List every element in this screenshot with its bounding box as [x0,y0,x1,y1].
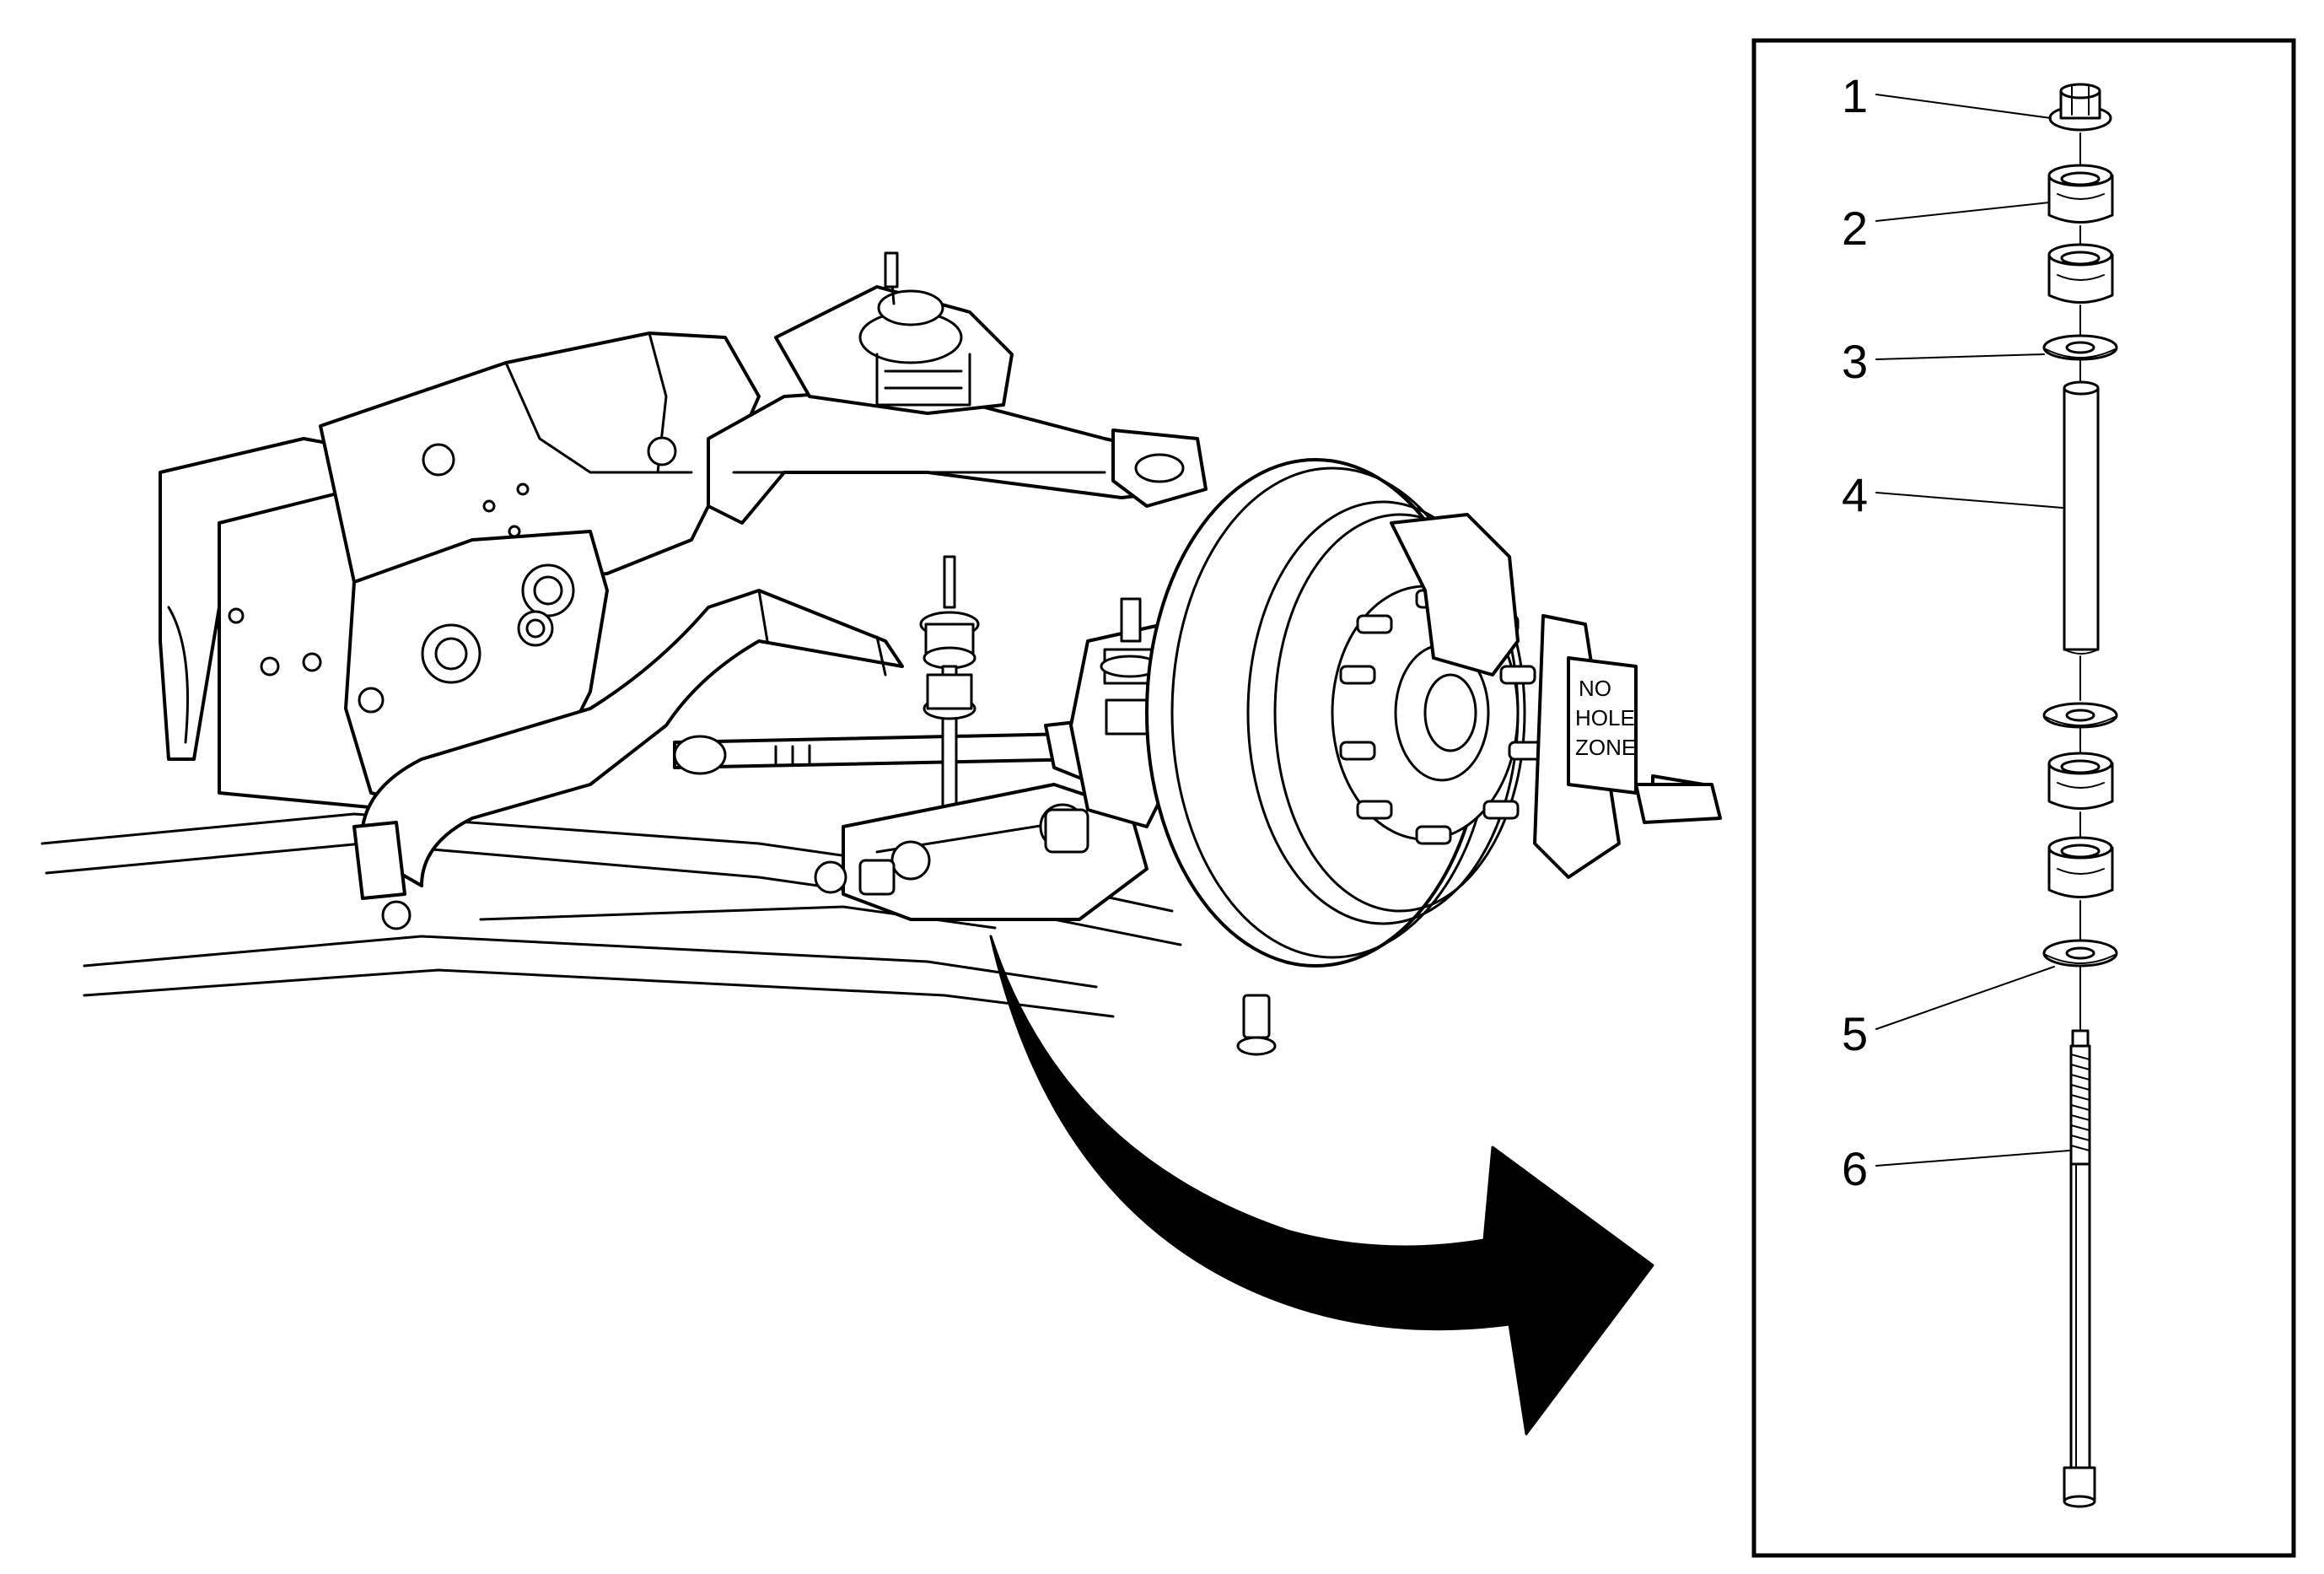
stabilizer-link-installed [919,555,980,862]
part-3-washer-lower [2042,702,2118,729]
vehicle-suspension-assembly: NO HOLE ZONE [40,251,1722,1056]
exploded-view-frame [1751,38,2296,1558]
part-5-washer [2042,939,2118,968]
callout-3: 3 [1842,335,1868,388]
axle-shaft [1634,774,1722,824]
callout-numbers: 1 2 3 4 5 6 [1842,69,1868,1195]
part-1-nut [2048,83,2112,132]
tie-rod [673,715,1140,786]
callout-6: 6 [1842,1142,1868,1195]
lower-bushing-lower [2047,836,2114,898]
exploded-view-panel: 1 2 3 4 5 6 [1751,38,2296,1558]
part-2-bushing-lower [2047,243,2114,304]
callout-5: 5 [1842,1007,1868,1060]
part-3-washer [2042,334,2118,361]
part-4-spacer [2063,380,2100,655]
placard-line-3: ZONE [1575,735,1636,760]
callout-leaders [1875,94,2070,1167]
strut-mount [774,251,1014,415]
lower-bushing-upper [2047,752,2114,810]
no-hole-zone-placard: NO HOLE ZONE [1567,656,1638,795]
callout-4: 4 [1842,468,1868,521]
placard-line-1: NO [1579,676,1611,701]
part-6-bolt [2063,1029,2096,1508]
detail-pointer-arrow [989,935,1654,1436]
callout-2: 2 [1842,202,1868,255]
lower-fasteners [858,808,1277,1056]
part-2-bushing [2047,164,2114,224]
upper-control-arm [707,386,1208,525]
placard-line-2: HOLE [1575,705,1635,730]
stabilizer-bar [352,589,904,900]
callout-1: 1 [1842,69,1868,122]
